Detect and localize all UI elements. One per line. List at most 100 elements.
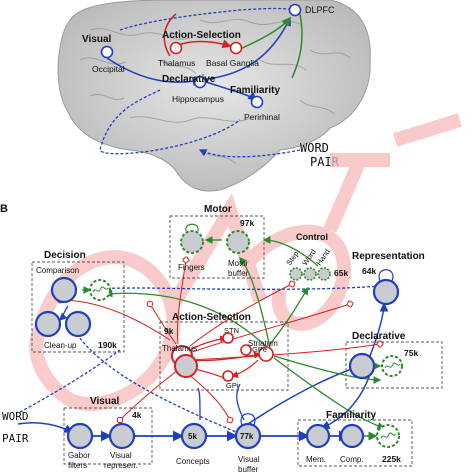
edge-red-1 <box>150 304 177 345</box>
node-concepts <box>180 422 208 450</box>
label-pair-input: PAIR <box>2 432 29 445</box>
node-visual-buffer <box>234 422 262 450</box>
familiarity-ensemble-wave <box>380 432 397 439</box>
watermark-glyph-1 <box>29 250 181 411</box>
label-visual-buffer-2: buffer <box>238 465 259 474</box>
label-thalamus: Thalamus <box>162 344 197 353</box>
label-familiarity: Familiarity <box>326 410 376 421</box>
loop-representation <box>378 269 394 282</box>
label-control: Control <box>296 232 328 242</box>
label-fingers: Fingers <box>178 263 205 272</box>
node-gpe <box>240 344 252 356</box>
edge-concepts-up <box>197 387 201 421</box>
label-declarative-top: Declarative <box>162 74 216 85</box>
label-concepts: Concepts <box>176 457 210 466</box>
panel-b-label: B <box>0 203 8 215</box>
label-word-top: WORD <box>300 141 329 155</box>
label-stn: STN <box>224 326 239 335</box>
node-thalamus <box>169 41 183 55</box>
label-striatum: Striatum <box>248 339 278 348</box>
edge-declarative-mem <box>320 373 371 430</box>
label-visual-buffer-1: Visual <box>238 455 260 464</box>
edge-input-decision <box>19 349 121 413</box>
node-comparison <box>50 276 78 304</box>
brain-image <box>57 0 371 192</box>
edge-red-4 <box>191 304 350 353</box>
node-striatum <box>258 346 274 362</box>
box-familiarity <box>297 419 413 467</box>
label-control-hand: Hand <box>314 247 332 267</box>
edges <box>17 236 389 442</box>
label-buffer-count: 77k <box>240 432 254 441</box>
label-declarative: Declarative <box>352 331 406 342</box>
label-gpe: GPe <box>252 345 267 354</box>
label-dlpfc: DLPFC <box>305 5 335 15</box>
decision-ensemble-wave <box>92 286 109 293</box>
label-visrep-1: Visual <box>110 451 132 460</box>
node-gabor-filters <box>66 422 94 450</box>
label-familiarity-top: Familiarity <box>230 85 280 96</box>
node-hippocampus <box>193 75 207 89</box>
node-stn <box>222 332 234 344</box>
label-perirhinal: Perirhinal <box>244 112 280 122</box>
label-familiarity-count: 225k <box>382 454 401 464</box>
declarative-ensemble-wave <box>384 362 401 369</box>
top-edge-loop <box>99 89 241 155</box>
node-control-step <box>289 267 303 281</box>
node-basal-ganglia <box>229 41 243 55</box>
edge-red-5 <box>189 344 380 361</box>
node-occipital <box>100 45 114 59</box>
loop-fingers <box>185 223 199 232</box>
edge-green-familiarity <box>273 357 386 430</box>
node-comp <box>339 423 365 449</box>
box-decision <box>31 261 125 353</box>
label-comp: Comp. <box>340 455 364 464</box>
edge-declarative-rep <box>369 302 389 357</box>
watermark-glyph-3 <box>245 224 351 331</box>
top-edge-thalamus-loop <box>163 13 177 57</box>
label-gabor-2: filters <box>68 461 87 470</box>
edge-red-6 <box>120 369 179 420</box>
node-cleanup-1 <box>34 310 62 338</box>
label-motor-count: 97k <box>240 218 254 228</box>
node-thalamus-bottom <box>174 354 198 378</box>
node-declarative <box>348 352 376 380</box>
label-decision-count: 190k <box>98 340 117 350</box>
box-declarative <box>345 341 443 389</box>
box-motor <box>169 215 265 279</box>
label-visual-top: Visual <box>82 34 111 45</box>
edge-green-declarative <box>273 355 382 384</box>
label-hippocampus: Hippocampus <box>172 94 224 104</box>
label-representation-count: 64k <box>362 266 376 276</box>
top-edge-visual-ventral <box>106 57 202 86</box>
label-thalamus-top: Thalamus <box>158 58 195 68</box>
label-declarative-count: 75k <box>404 348 418 358</box>
label-gpi: GPi <box>226 381 239 390</box>
watermark-glyph-2 <box>163 193 267 314</box>
node-dlpfc <box>288 3 302 17</box>
label-visrep-2: represen. <box>104 461 138 470</box>
box-action-selection <box>159 321 289 391</box>
brain-panel: DLPFC Visual Occipital Action-Selection … <box>57 0 371 192</box>
label-gabor-1: Gabor <box>68 451 91 460</box>
label-control-step: Step <box>284 249 300 267</box>
node-visual-represen <box>108 422 136 450</box>
edge-comparison-cleanup <box>59 305 69 321</box>
label-visual-count: 4k <box>132 410 142 420</box>
label-concepts-count: 5k <box>188 432 197 441</box>
node-cleanup-2 <box>64 310 92 338</box>
edge-green-control <box>269 286 309 345</box>
node-representation <box>372 278 400 306</box>
label-action-selection: Action-Selection <box>172 312 251 323</box>
label-motor-buffer-1: Motor <box>228 259 249 268</box>
top-edge-green-2 <box>291 13 303 79</box>
label-visual: Visual <box>90 396 119 407</box>
label-occipital: Occipital <box>92 64 125 74</box>
watermark <box>29 113 463 411</box>
label-word-input: WORD <box>2 410 29 423</box>
watermark-glyph-5 <box>392 113 463 147</box>
nodes <box>34 223 403 450</box>
top-edge-wordpair <box>198 149 301 158</box>
